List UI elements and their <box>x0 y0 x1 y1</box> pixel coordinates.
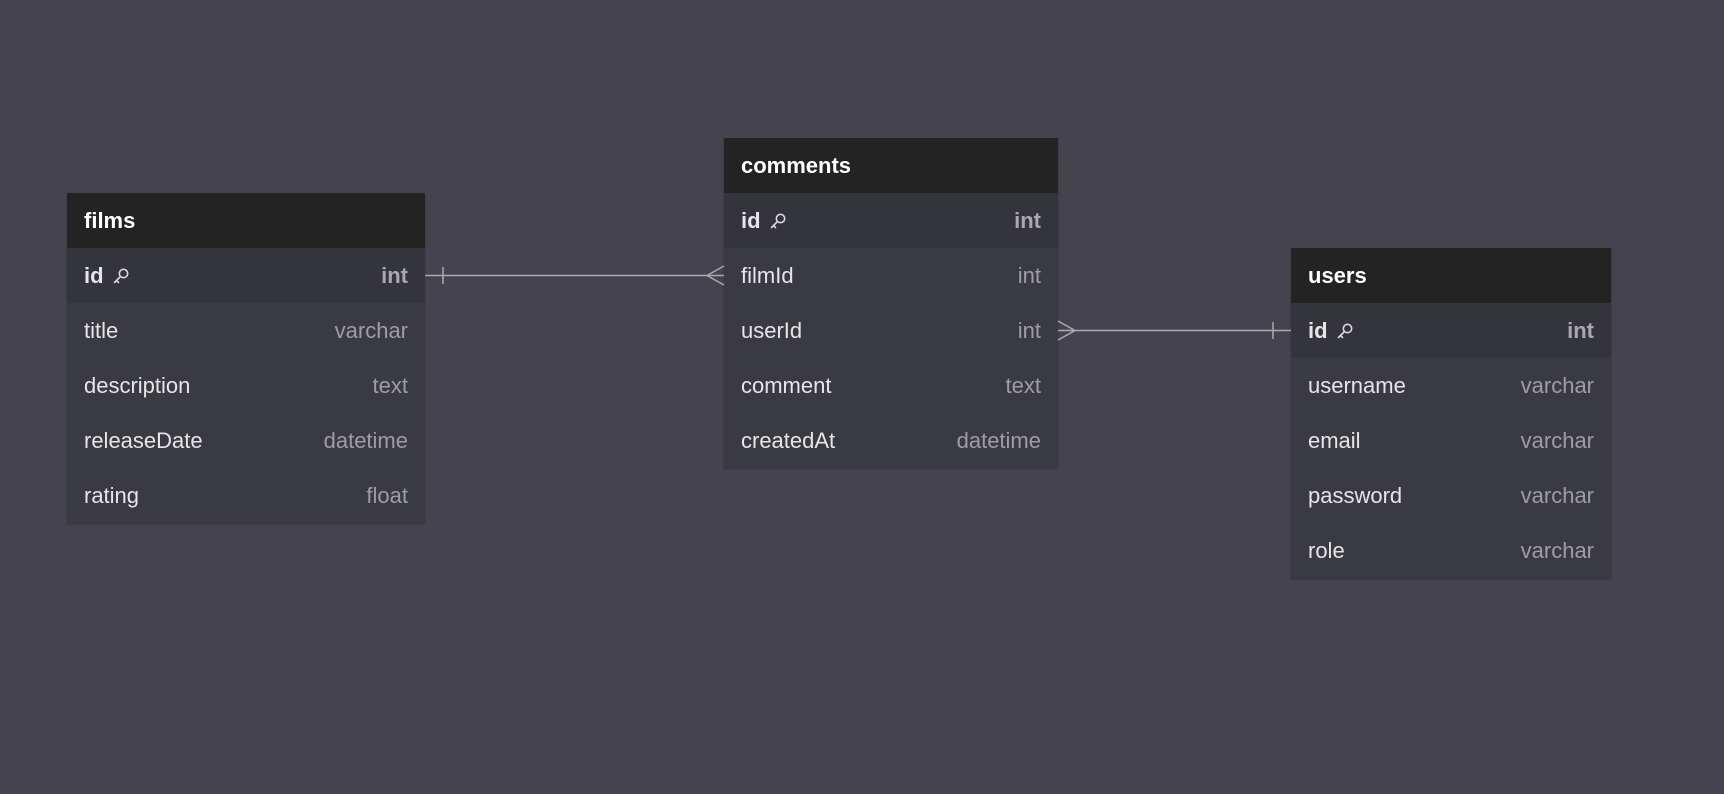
column-row-id[interactable]: id int <box>1291 303 1611 358</box>
column-row-comment[interactable]: comment text <box>724 358 1058 413</box>
column-name: id <box>1308 317 1328 343</box>
column-type: datetime <box>956 427 1041 453</box>
table-header-films[interactable]: films <box>67 193 425 248</box>
column-type: varchar <box>1520 537 1594 563</box>
column-name: id <box>84 262 104 288</box>
column-name: id <box>741 207 761 233</box>
table-films[interactable]: films id int title varchar description t… <box>67 193 425 523</box>
column-type: text <box>1005 372 1041 398</box>
key-icon <box>768 211 788 231</box>
column-row-email[interactable]: email varchar <box>1291 413 1611 468</box>
column-row-id[interactable]: id int <box>724 193 1058 248</box>
column-name: filmId <box>741 262 794 288</box>
table-title: users <box>1308 262 1367 288</box>
table-header-users[interactable]: users <box>1291 248 1611 303</box>
column-name: description <box>84 372 191 398</box>
column-name: role <box>1308 537 1345 563</box>
column-row-id[interactable]: id int <box>67 248 425 303</box>
column-row-filmId[interactable]: filmId int <box>724 248 1058 303</box>
column-name: username <box>1308 372 1406 398</box>
column-name: releaseDate <box>84 427 203 453</box>
column-name: title <box>84 317 119 343</box>
column-row-password[interactable]: password varchar <box>1291 468 1611 523</box>
column-name: createdAt <box>741 427 836 453</box>
relationship-films-comments[interactable] <box>425 265 725 286</box>
column-type: float <box>366 482 408 508</box>
column-type: int <box>381 262 408 288</box>
table-header-comments[interactable]: comments <box>724 138 1058 193</box>
column-row-createdAt[interactable]: createdAt datetime <box>724 413 1058 468</box>
column-row-userId[interactable]: userId int <box>724 303 1058 358</box>
key-icon <box>111 266 131 286</box>
many-marker <box>1057 320 1077 341</box>
relationship-comments-users[interactable] <box>1057 320 1291 341</box>
column-type: varchar <box>1520 482 1594 508</box>
column-name: userId <box>741 317 803 343</box>
column-type: varchar <box>1520 427 1594 453</box>
column-type: varchar <box>334 317 408 343</box>
column-row-role[interactable]: role varchar <box>1291 523 1611 578</box>
column-row-username[interactable]: username varchar <box>1291 358 1611 413</box>
column-type: varchar <box>1520 372 1594 398</box>
table-users[interactable]: users id int username varchar email varc… <box>1291 248 1611 578</box>
column-type: int <box>1017 317 1041 343</box>
column-name: email <box>1308 427 1361 453</box>
column-type: int <box>1567 317 1594 343</box>
column-name: rating <box>84 482 140 508</box>
column-type: text <box>372 372 408 398</box>
column-row-rating[interactable]: rating float <box>67 468 425 523</box>
table-title: films <box>84 207 136 233</box>
column-type: int <box>1017 262 1041 288</box>
many-marker <box>705 265 725 286</box>
key-icon <box>1335 321 1355 341</box>
column-type: datetime <box>323 427 408 453</box>
column-name: password <box>1308 482 1403 508</box>
column-row-description[interactable]: description text <box>67 358 425 413</box>
table-comments[interactable]: comments id int filmId int userId int co… <box>724 138 1058 468</box>
column-type: int <box>1014 207 1041 233</box>
column-name: comment <box>741 372 832 398</box>
table-title: comments <box>741 152 852 178</box>
column-row-releaseDate[interactable]: releaseDate datetime <box>67 413 425 468</box>
column-row-title[interactable]: title varchar <box>67 303 425 358</box>
